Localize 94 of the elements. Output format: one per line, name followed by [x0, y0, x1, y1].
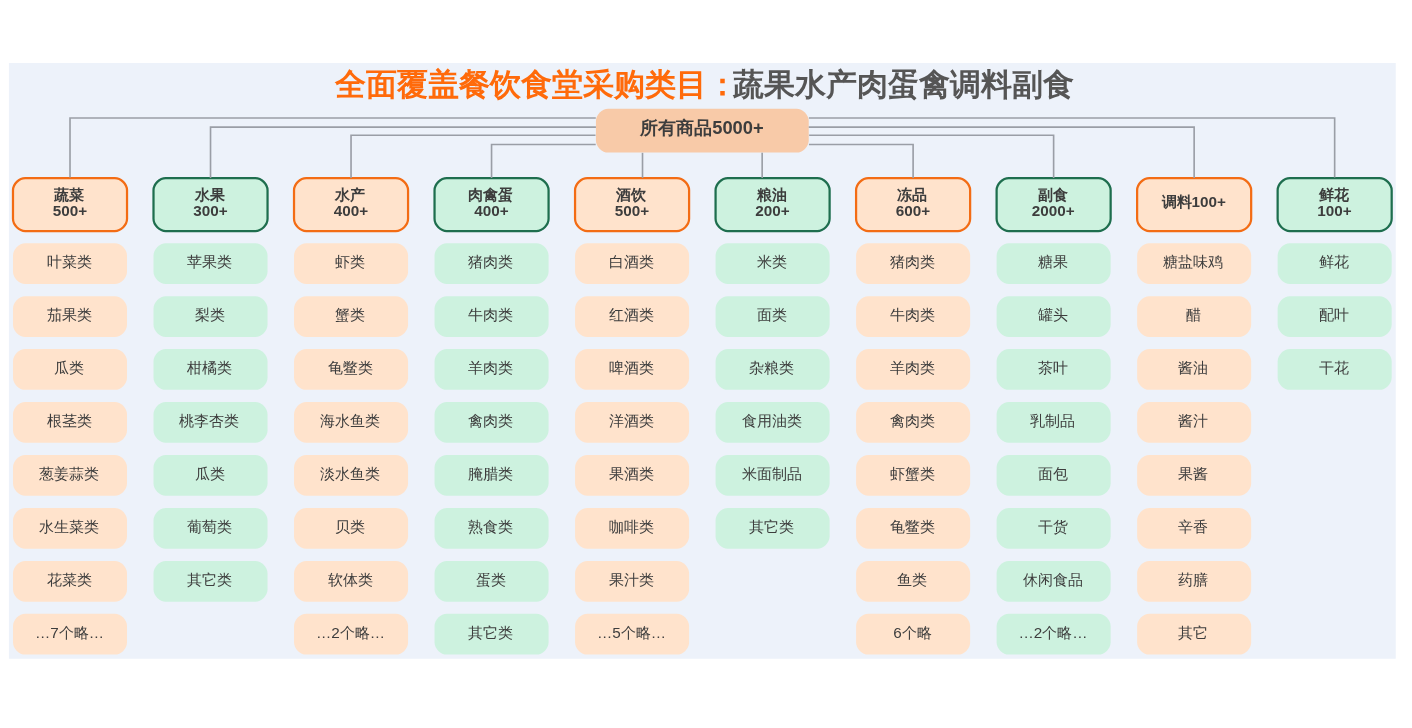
node-box: 龟鳖类: [856, 507, 971, 549]
node-box: 面类: [715, 295, 830, 337]
node-box: 酱油: [1137, 348, 1252, 390]
node-box: 咖啡类: [575, 507, 690, 549]
node-box: 水生菜类: [13, 507, 128, 549]
node-box: 叶菜类: [13, 242, 128, 284]
node-box: 糖果: [996, 242, 1111, 284]
node-box: 葱姜蒜类: [13, 454, 128, 496]
node-box: 腌腊类: [434, 454, 549, 496]
connector: [761, 151, 763, 179]
connector: [69, 116, 597, 178]
node-box: 柑橘类: [153, 348, 268, 390]
node-box: 其它类: [153, 560, 268, 602]
node-box: 贝类: [294, 507, 409, 549]
node-box: 猪肉类: [434, 242, 549, 284]
node-box: 蔬菜 500+: [11, 176, 129, 232]
node-box: 所有商品5000+: [595, 108, 809, 153]
node-box: 软体类: [294, 560, 409, 602]
node-box: 瓜类: [153, 454, 268, 496]
node-box: 果酒类: [575, 454, 690, 496]
node-box: 罐头: [996, 295, 1111, 337]
node-box: 干货: [996, 507, 1111, 549]
node-box: 桃李杏类: [153, 401, 268, 443]
node-box: 6个略: [856, 613, 971, 655]
node-box: 配叶: [1277, 295, 1392, 337]
node-box: 其它类: [715, 507, 830, 549]
node-box: 米面制品: [715, 454, 830, 496]
node-box: 杂粮类: [715, 348, 830, 390]
diagram-title: 全面覆盖餐饮食堂采购类目：蔬果水产肉蛋禽调料副食: [334, 66, 1074, 101]
node-box: 其它: [1137, 613, 1252, 655]
node-box: 羊肉类: [856, 348, 971, 390]
node-box: 肉禽蛋 400+: [433, 176, 550, 232]
connector: [807, 125, 1195, 179]
node-box: 虾蟹类: [856, 454, 971, 496]
node-box: 蛋类: [434, 560, 549, 602]
node-box: 米类: [715, 242, 830, 284]
node-box: 猪肉类: [856, 242, 971, 284]
node-box: 鲜花: [1277, 242, 1392, 284]
connector: [808, 133, 1055, 179]
node-box: …7个略…: [13, 613, 128, 655]
node-box: 虾类: [294, 242, 409, 284]
node-box: 醋: [1137, 295, 1252, 337]
connector: [808, 116, 1336, 178]
node-box: 粮油 200+: [714, 176, 831, 232]
node-box: …2个略…: [996, 613, 1111, 655]
node-box: 牛肉类: [434, 295, 549, 337]
node-box: 茶叶: [996, 348, 1111, 390]
node-box: 药膳: [1137, 560, 1252, 602]
node-box: 牛肉类: [856, 295, 971, 337]
node-box: 啤酒类: [575, 348, 690, 390]
connector: [350, 133, 597, 179]
node-box: 副食 2000+: [995, 176, 1112, 232]
node-box: 酱汁: [1137, 401, 1252, 443]
node-box: 冻品 600+: [854, 176, 972, 232]
node-box: 面包: [996, 454, 1111, 496]
node-box: 鲜花 100+: [1276, 176, 1393, 232]
node-box: 禽肉类: [434, 401, 549, 443]
connector: [808, 143, 914, 179]
node-box: 茄果类: [13, 295, 128, 337]
node-box: 糖盐味鸡: [1137, 242, 1252, 284]
node-box: 干花: [1277, 348, 1392, 390]
node-box: 海水鱼类: [294, 401, 409, 443]
node-box: 辛香: [1137, 507, 1252, 549]
node-box: 蟹类: [294, 295, 409, 337]
node-box: 瓜类: [13, 348, 128, 390]
node-box: 龟鳖类: [294, 348, 409, 390]
node-box: 羊肉类: [434, 348, 549, 390]
node-box: 根茎类: [13, 401, 128, 443]
connector: [209, 125, 597, 179]
node-box: 其它类: [434, 613, 549, 655]
node-box: 调料100+: [1136, 176, 1253, 232]
node-box: 禽肉类: [856, 401, 971, 443]
node-box: 水果 300+: [152, 176, 269, 232]
node-box: 食用油类: [715, 401, 830, 443]
node-box: 酒饮 500+: [573, 176, 691, 232]
node-box: 苹果类: [153, 242, 268, 284]
node-box: …5个略…: [575, 613, 690, 655]
node-box: 葡萄类: [153, 507, 268, 549]
connector: [641, 151, 644, 179]
node-box: 红酒类: [575, 295, 690, 337]
node-box: 果酱: [1137, 454, 1252, 496]
node-box: 梨类: [153, 295, 268, 337]
node-box: 乳制品: [996, 401, 1111, 443]
node-box: 休闲食品: [996, 560, 1111, 602]
node-box: 淡水鱼类: [294, 454, 409, 496]
node-box: 花菜类: [13, 560, 128, 602]
node-box: 白酒类: [575, 242, 690, 284]
node-box: …2个略…: [294, 613, 409, 655]
node-box: 水产 400+: [292, 176, 410, 232]
connector: [490, 143, 597, 179]
node-box: 洋酒类: [575, 401, 690, 443]
node-box: 果汁类: [575, 560, 690, 602]
node-box: 熟食类: [434, 507, 549, 549]
node-box: 鱼类: [856, 560, 971, 602]
